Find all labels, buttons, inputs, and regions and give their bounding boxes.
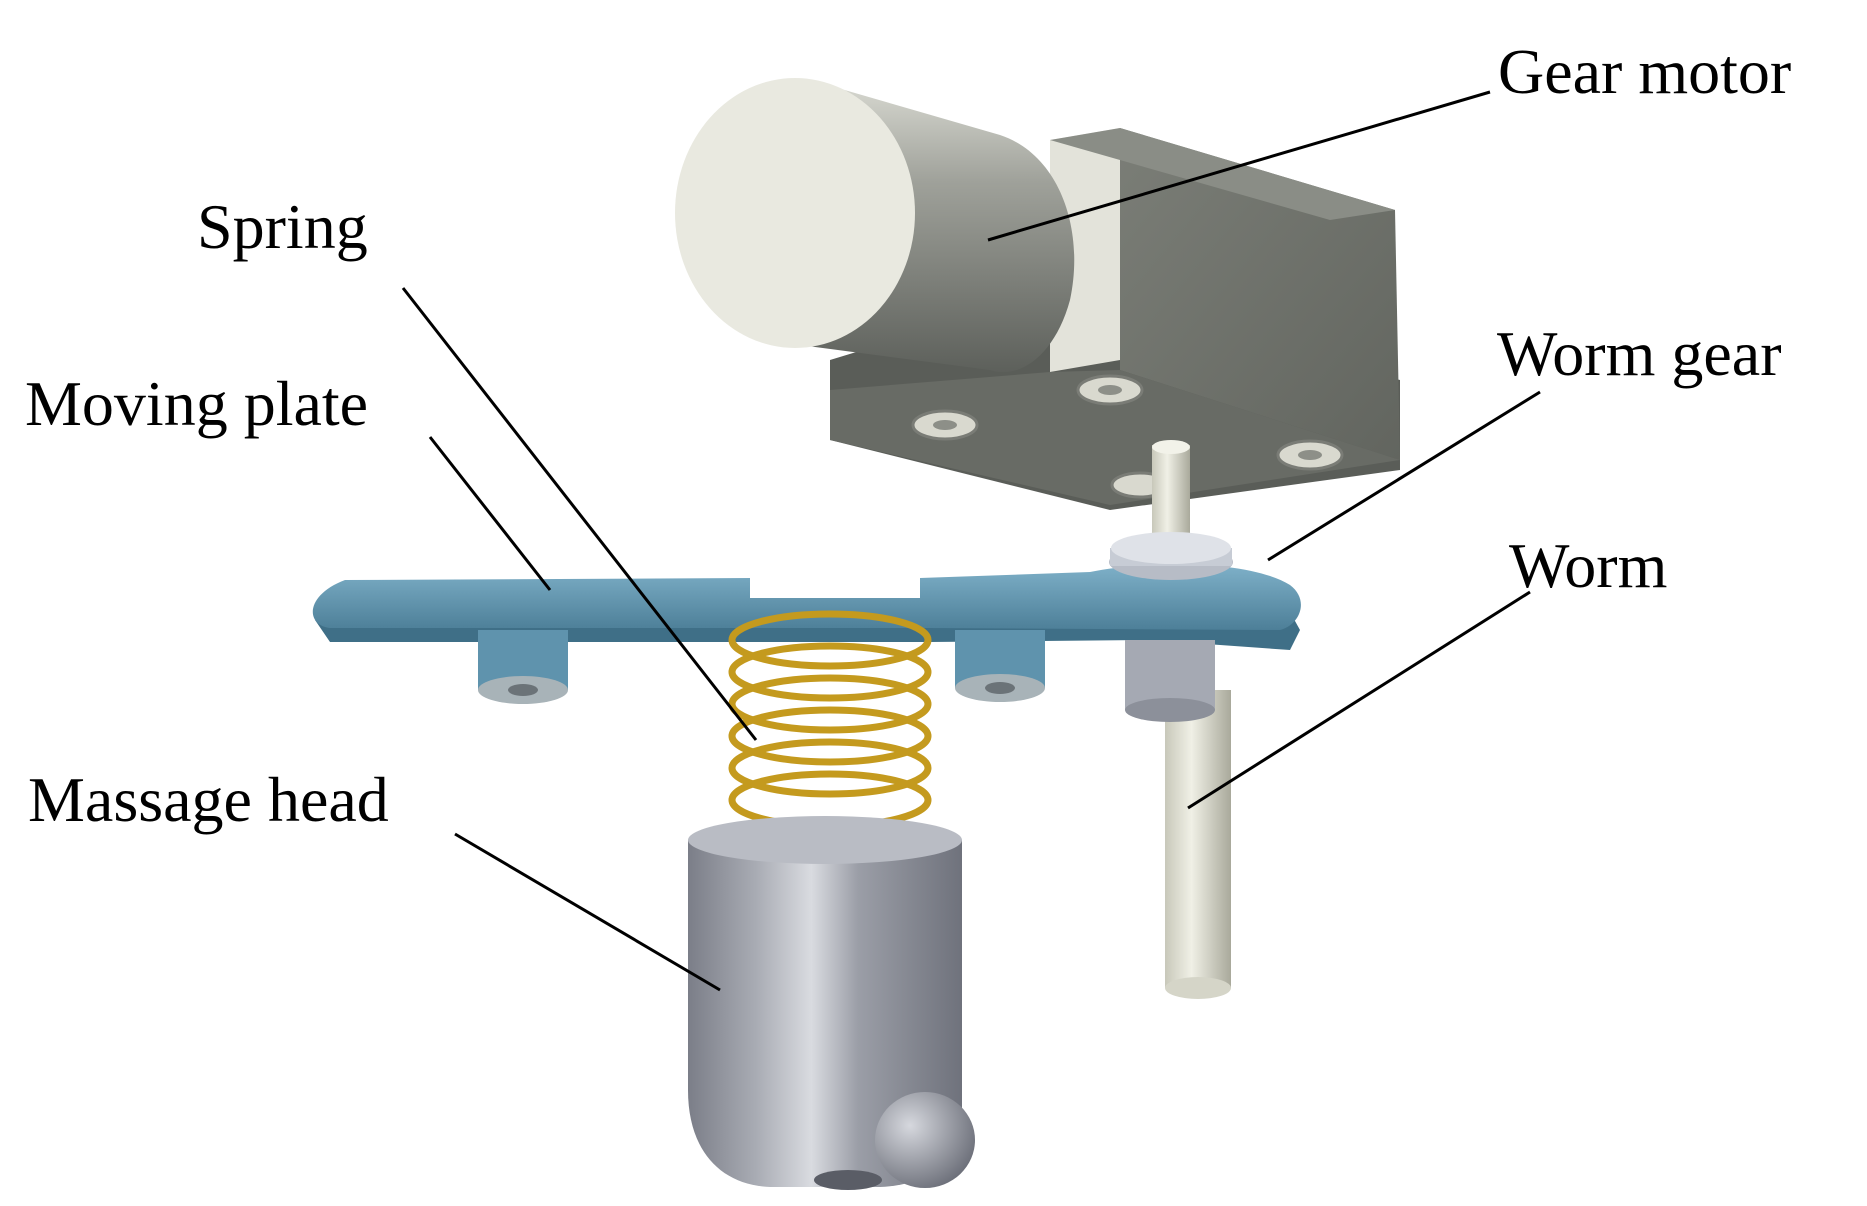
standoffs (478, 630, 1045, 704)
leader-spring (401, 287, 758, 741)
label-gear-motor: Gear motor (1498, 36, 1792, 107)
leader-worm-gear (1267, 390, 1541, 562)
label-worm-gear: Worm gear (1497, 318, 1782, 389)
label-spring: Spring (197, 191, 368, 262)
motor-end-cap (675, 78, 915, 348)
label-moving-plate: Moving plate (25, 368, 369, 439)
label-massage-head: Massage head (28, 764, 389, 835)
worm-lower-shaft (1165, 690, 1231, 988)
gearbox-underside (830, 370, 1400, 505)
massage-head (688, 816, 975, 1190)
leader-lines (401, 90, 1541, 992)
gearbox-left-face (1050, 128, 1120, 372)
spring (728, 610, 932, 830)
head-body (688, 840, 962, 1187)
leader-massage-head (454, 832, 721, 992)
head-ball (875, 1092, 975, 1188)
moving-plate (312, 532, 1301, 722)
worm-gear (1109, 532, 1233, 722)
leader-gear-motor (987, 90, 1491, 242)
label-worm: Worm (1509, 530, 1668, 601)
leader-worm (1187, 590, 1531, 810)
gearbox-top-face (1050, 128, 1395, 220)
plate-top (312, 564, 1301, 630)
leader-moving-plate (428, 436, 552, 591)
gear-motor (675, 78, 1400, 510)
